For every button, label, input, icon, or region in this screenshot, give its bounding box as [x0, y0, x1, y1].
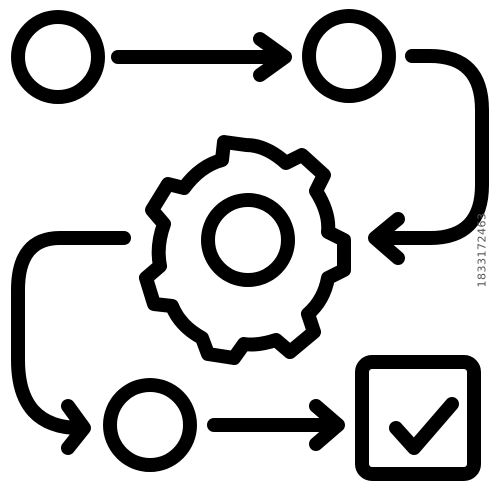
gear-icon — [139, 135, 351, 365]
curved-down-arrow-icon — [11, 231, 131, 455]
right-arrow-icon — [207, 399, 345, 451]
checkbox-check-icon — [355, 355, 481, 481]
start-circle-icon — [11, 10, 105, 104]
curved-down-arrow-icon — [368, 49, 489, 265]
stock-id-text: 1833172463 — [475, 212, 489, 288]
circle-step-icon — [302, 9, 396, 103]
right-arrow-icon — [111, 32, 292, 82]
circle-step-icon — [103, 378, 197, 472]
